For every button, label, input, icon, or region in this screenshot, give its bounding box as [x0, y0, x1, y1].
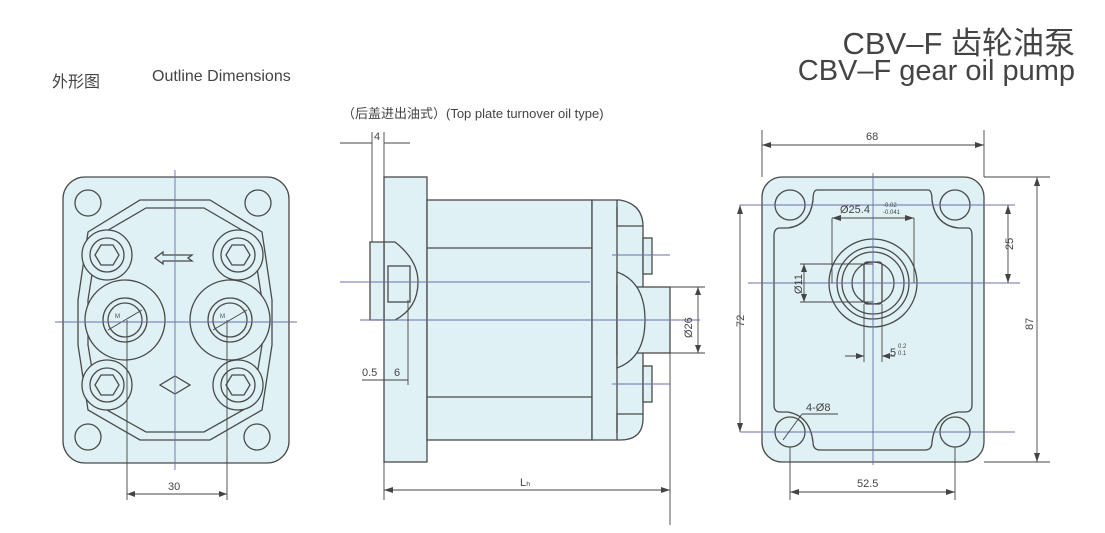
- side-view-drawing: 4 0.5 6 Ø26 Lₕ: [340, 131, 705, 525]
- section-label-cn: 外形图: [52, 74, 101, 91]
- front-view-drawing: 68 87 72 25 52.5 Ø25.4 -0.02 -0.041 Ø11: [735, 130, 1050, 500]
- rear-view-drawing: M M 30: [55, 170, 297, 500]
- port-label-left: M: [115, 314, 120, 320]
- key-tol-lower: 0.1: [898, 351, 907, 357]
- port-label-right: M: [220, 314, 225, 320]
- key-tol-upper: 0.2: [898, 344, 907, 350]
- title-chinese: CBV–F 齿轮油泵: [842, 26, 1075, 61]
- dim-holes: 4-Ø8: [806, 402, 830, 414]
- dim-shaft-offset: 25: [1004, 238, 1016, 250]
- dim-key: 5: [890, 347, 896, 359]
- oil-ports: M M: [84, 279, 271, 361]
- dim-length: Lₕ: [520, 477, 531, 489]
- hex-bolts: [81, 229, 264, 411]
- dim-pilot: Ø25.4: [840, 204, 870, 216]
- dim-width: 68: [866, 131, 878, 143]
- diamond-mark-icon: [158, 375, 192, 395]
- pilot-tol-upper: -0.02: [883, 203, 897, 209]
- section-label-en: Outline Dimensions: [152, 68, 291, 85]
- dim-top: 4: [374, 131, 380, 143]
- subtitle: （后盖进出油式）(Top plate turnover oil type): [342, 106, 604, 121]
- dim-shaft: Ø11: [793, 274, 805, 294]
- dim-hole-horizontal: 52.5: [857, 478, 878, 490]
- dim-b: 6: [394, 367, 400, 379]
- title-english: CBV–F gear oil pump: [797, 55, 1075, 87]
- dim-hole-vertical: 72: [735, 315, 747, 327]
- dim-a: 0.5: [362, 367, 377, 379]
- mounting-holes: [74, 189, 272, 451]
- dim-port-dia: Ø26: [683, 317, 695, 338]
- dim-port-spacing: 30: [168, 481, 180, 493]
- dim-height: 87: [1024, 318, 1036, 330]
- rotation-arrow-icon: [153, 250, 194, 266]
- pilot-tol-lower: -0.041: [883, 210, 901, 216]
